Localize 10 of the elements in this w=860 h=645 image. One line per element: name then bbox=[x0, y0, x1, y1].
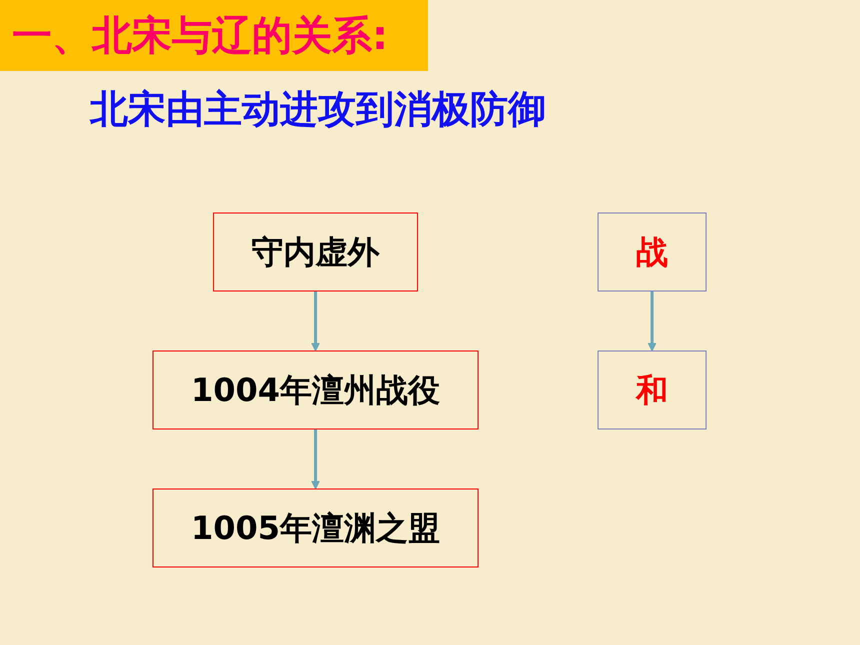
node-box: 1005年澶渊之盟 bbox=[152, 488, 480, 568]
subtitle-text: 北宋由主动进攻到消极防御 bbox=[90, 86, 546, 133]
node-box: 战 bbox=[598, 212, 708, 292]
node-box: 守内虚外 bbox=[214, 212, 418, 292]
arrow bbox=[648, 291, 657, 352]
arrow bbox=[312, 291, 320, 352]
node-box: 1004年澶州战役 bbox=[152, 350, 480, 430]
arrow bbox=[312, 429, 320, 490]
node-box: 和 bbox=[598, 350, 708, 430]
title: 一、北宋与辽的关系: bbox=[0, 0, 428, 71]
